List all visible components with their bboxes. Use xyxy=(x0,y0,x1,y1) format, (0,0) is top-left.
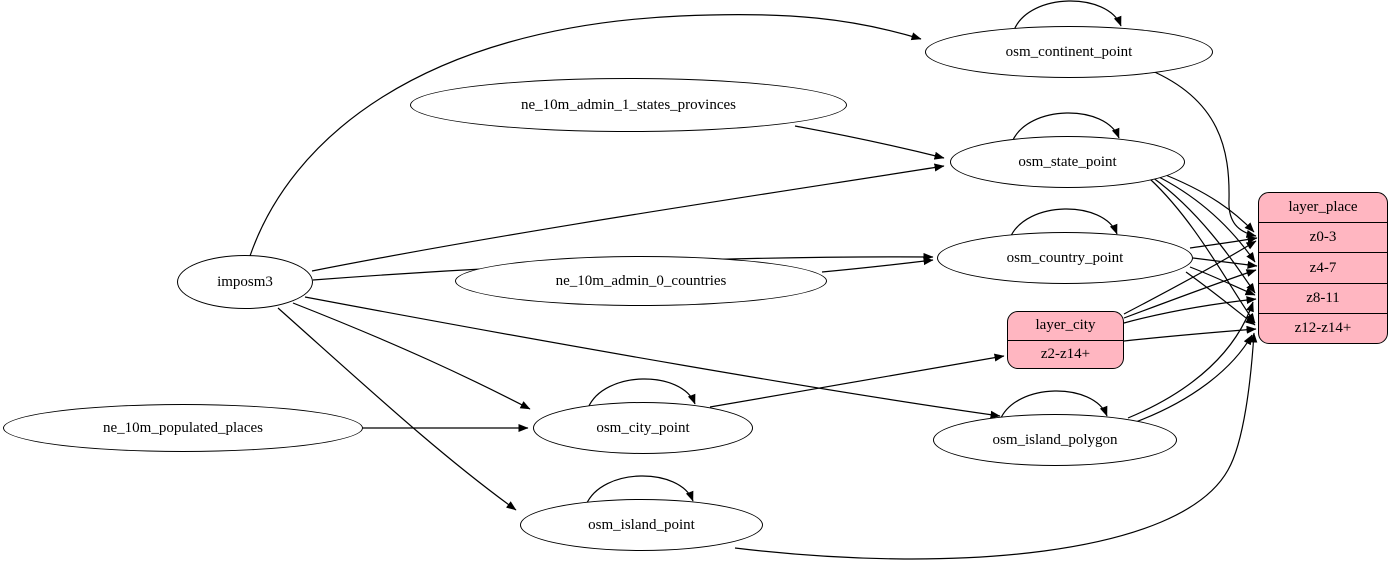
record-title: layer_city xyxy=(1035,317,1096,334)
edge-osm_country_point-layer_place-z0-3 xyxy=(1189,235,1258,249)
edge-imposm3-osm_continent_point xyxy=(249,13,922,257)
node-label: ne_10m_admin_1_states_provinces xyxy=(521,96,736,113)
selfloop-osm_city_point xyxy=(587,378,696,409)
edge-osm_island_polygon-layer_place-z12-z14 xyxy=(1132,334,1253,424)
edge-layer_city-layer_place-z4-7 xyxy=(1123,269,1257,319)
edge-osm_country_point-layer_place-z12-z14 xyxy=(1185,271,1256,326)
node-osm-city-point: osm_city_point xyxy=(533,402,753,454)
record-row-z4-7: z4-7 xyxy=(1259,252,1387,282)
selfloop-osm_continent_point xyxy=(1013,0,1122,31)
record-row-label: z2-z14+ xyxy=(1040,345,1091,362)
node-osm-state-point: osm_state_point xyxy=(950,136,1185,188)
node-label: osm_island_point xyxy=(588,516,695,533)
edge-osm_country_point-layer_place-z8-11 xyxy=(1189,266,1256,296)
node-osm-island-point: osm_island_point xyxy=(520,499,763,551)
edge-osm_island_polygon-layer_place-z8-11 xyxy=(1127,301,1254,419)
record-row-label: z0-3 xyxy=(1309,229,1337,246)
record-layer-place: layer_place z0-3 z4-7 z8-11 z12-z14+ xyxy=(1258,192,1388,344)
edge-ne_10m_admin_1_states_provinces-osm_state_point xyxy=(794,125,945,160)
edge-imposm3-osm_island_point xyxy=(277,307,517,511)
record-row-label: z8-11 xyxy=(1306,289,1340,306)
node-ne-10m-populated-places: ne_10m_populated_places xyxy=(3,404,363,452)
node-label: osm_continent_point xyxy=(1005,43,1133,60)
selfloop-osm_island_point xyxy=(585,475,694,506)
node-label: osm_island_polygon xyxy=(992,431,1118,448)
node-label: ne_10m_admin_0_countries xyxy=(555,272,727,289)
edge-imposm3-osm_island_polygon xyxy=(304,296,1001,419)
node-label: ne_10m_populated_places xyxy=(103,419,263,436)
record-header: layer_place xyxy=(1259,193,1387,222)
edge-imposm3-osm_city_point xyxy=(292,302,531,410)
edge-layer_city-layer_place-z8-11 xyxy=(1123,296,1257,324)
node-ne-10m-admin-0-countries: ne_10m_admin_0_countries xyxy=(455,256,827,306)
node-label: osm_city_point xyxy=(596,419,690,436)
selfloop-osm_island_polygon xyxy=(999,390,1108,421)
record-row-label: z12-z14+ xyxy=(1294,319,1352,336)
edge-ne_10m_admin_0_countries-osm_country_point xyxy=(821,257,934,273)
edge-osm_state_point-layer_place-z8-11 xyxy=(1151,176,1256,294)
node-osm-island-polygon: osm_island_polygon xyxy=(933,414,1177,466)
node-osm-continent-point: osm_continent_point xyxy=(925,26,1213,78)
record-row-z12-z14: z12-z14+ xyxy=(1259,312,1387,343)
node-label: osm_state_point xyxy=(1018,153,1117,170)
node-osm-country-point: osm_country_point xyxy=(937,232,1193,284)
node-imposm3: imposm3 xyxy=(177,255,313,309)
edge-osm_state_point-layer_place-z0-3 xyxy=(1157,171,1255,233)
edge-osm_state_point-layer_place-z4-7 xyxy=(1154,174,1256,263)
edge-osm_city_point-layer_city-z2-z14 xyxy=(709,353,1005,408)
edge-osm_state_point-layer_place-z12-z14 xyxy=(1149,178,1256,324)
record-row-z0-3: z0-3 xyxy=(1259,222,1387,252)
edge-osm_island_point-layer_place-z12-z14 xyxy=(734,332,1258,560)
node-label: osm_country_point xyxy=(1006,249,1124,266)
record-layer-city: layer_city z2-z14+ xyxy=(1007,311,1124,369)
edge-osm_country_point-layer_place-z4-7 xyxy=(1192,257,1258,269)
edge-imposm3-osm_state_point xyxy=(311,163,945,272)
selfloop-osm_country_point xyxy=(1009,208,1118,239)
selfloop-osm_state_point xyxy=(1011,112,1120,143)
record-row-z2-z14: z2-z14+ xyxy=(1008,339,1123,369)
edge-layer_city-layer_place-z12-z14 xyxy=(1123,325,1257,342)
record-row-z8-11: z8-11 xyxy=(1259,282,1387,313)
edge-layer_city-layer_place-z0-3 xyxy=(1123,240,1257,315)
record-title: layer_place xyxy=(1288,199,1358,216)
node-ne-10m-admin-1-states-provinces: ne_10m_admin_1_states_provinces xyxy=(410,78,847,132)
edge-osm_continent_point-layer_place-z0-3 xyxy=(1149,69,1257,238)
record-header: layer_city xyxy=(1008,312,1123,340)
record-row-label: z4-7 xyxy=(1309,259,1337,276)
node-label: imposm3 xyxy=(217,273,273,290)
